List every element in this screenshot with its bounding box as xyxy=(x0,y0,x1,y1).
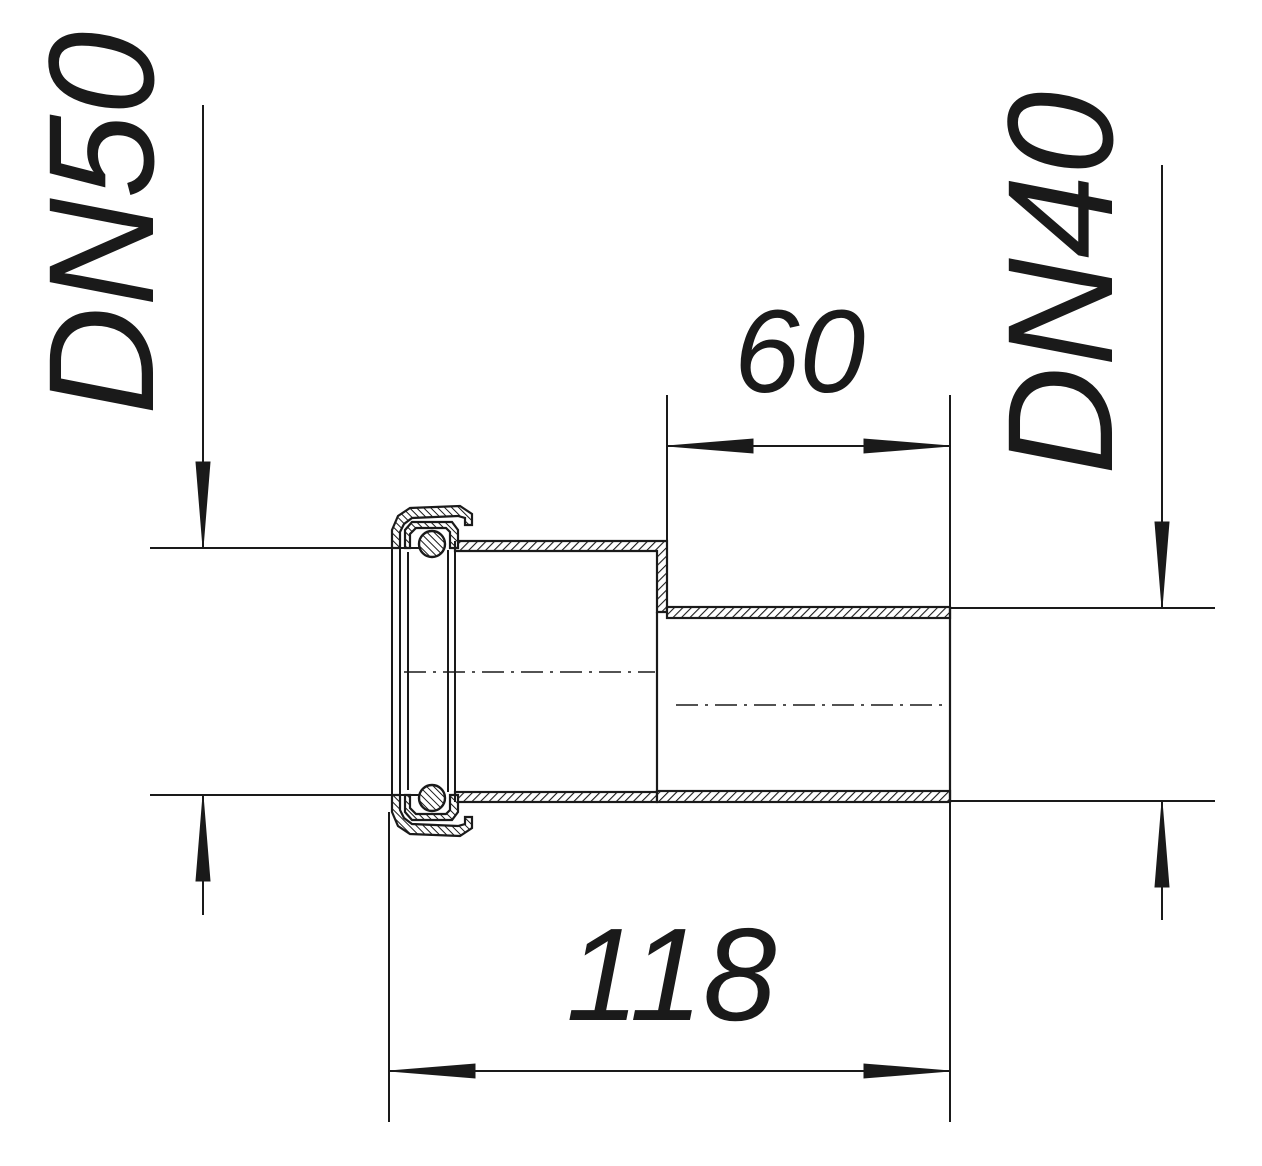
o-ring-top-icon xyxy=(417,529,447,559)
length-118-dimension xyxy=(388,801,951,1122)
length-60-label: 60 xyxy=(734,286,865,418)
arrow-up-icon xyxy=(195,794,211,882)
pipe-body xyxy=(453,539,952,804)
arrow-down-icon xyxy=(195,461,211,549)
arrow-down-icon xyxy=(1154,521,1170,609)
length-60-dimension xyxy=(666,395,951,608)
dn50-label: DN50 xyxy=(17,32,185,416)
arrow-right-icon xyxy=(863,1063,951,1079)
arrow-up-icon xyxy=(1154,800,1170,888)
o-ring-bottom-icon xyxy=(417,783,447,813)
arrow-left-icon xyxy=(388,1063,476,1079)
dn40-dimension xyxy=(950,165,1215,920)
length-118-label: 118 xyxy=(566,901,776,1048)
dn40-label: DN40 xyxy=(976,92,1144,476)
dn50-dimension xyxy=(150,105,420,915)
arrow-left-icon xyxy=(666,438,754,454)
arrow-right-icon xyxy=(863,438,951,454)
socket-seal xyxy=(390,504,474,838)
